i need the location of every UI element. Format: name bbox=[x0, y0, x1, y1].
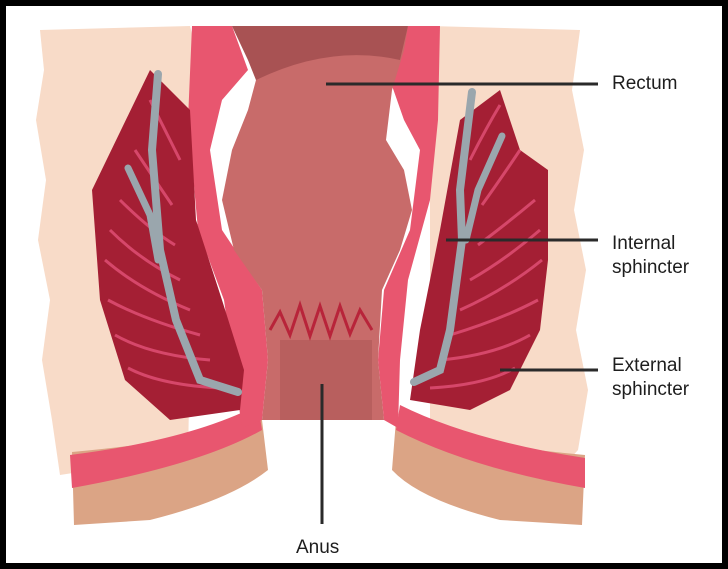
label-anus: Anus bbox=[296, 536, 339, 560]
label-internal-sphincter-line1: Internal bbox=[612, 232, 689, 256]
label-external-sphincter: External sphincter bbox=[612, 354, 689, 402]
anal-canal-shadow bbox=[280, 340, 372, 420]
label-external-sphincter-line2: sphincter bbox=[612, 378, 689, 402]
label-internal-sphincter-line2: sphincter bbox=[612, 256, 689, 280]
label-rectum: Rectum bbox=[612, 72, 677, 96]
label-internal-sphincter: Internal sphincter bbox=[612, 232, 689, 280]
label-external-sphincter-line1: External bbox=[612, 354, 689, 378]
